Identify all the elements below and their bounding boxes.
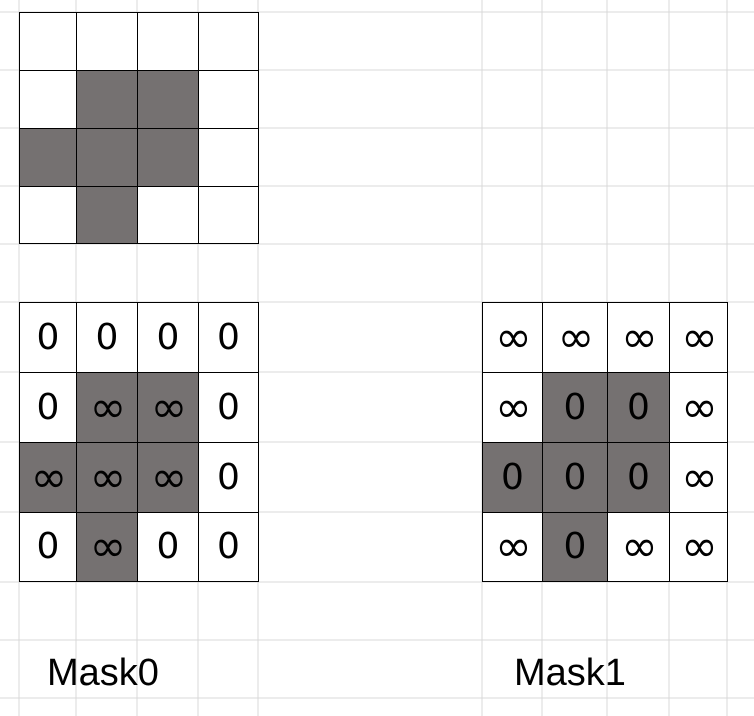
mask1-cell: 0: [608, 443, 670, 513]
mask0-cell: ∞: [77, 513, 138, 582]
pattern-cell: [77, 71, 138, 129]
mask1-cell: ∞: [670, 303, 728, 373]
pattern-cell: [20, 71, 77, 129]
mask1-cell: ∞: [543, 303, 608, 373]
mask0-cell: ∞: [77, 373, 138, 443]
mask0-cell: 0: [20, 513, 77, 582]
pattern-cell: [138, 13, 199, 71]
mask0-cell: 0: [138, 513, 199, 582]
mask1-cell: ∞: [670, 513, 728, 582]
mask1-cell: 0: [608, 373, 670, 443]
mask1-cell: ∞: [670, 373, 728, 443]
mask1-cell: ∞: [483, 303, 543, 373]
pattern-cell: [138, 129, 199, 187]
pattern-cell: [77, 129, 138, 187]
pattern-cell: [138, 71, 199, 129]
mask1-cell: 0: [483, 443, 543, 513]
mask1-cell: 0: [543, 373, 608, 443]
mask1-cell: ∞: [608, 513, 670, 582]
mask0-cell: ∞: [138, 373, 199, 443]
pattern-cell: [199, 13, 259, 71]
mask1-cell: ∞: [483, 513, 543, 582]
mask1-cell: ∞: [483, 373, 543, 443]
pattern-cell: [138, 187, 199, 244]
pattern-cell: [20, 13, 77, 71]
mask0-cell: 0: [20, 303, 77, 373]
mask0-cell: 0: [199, 443, 259, 513]
pattern-cell: [20, 187, 77, 244]
pattern-cell: [199, 187, 259, 244]
mask0-cell: 0: [199, 513, 259, 582]
mask0-label: Mask0: [47, 652, 159, 694]
mask1-label: Mask1: [514, 652, 626, 694]
mask1-cell: ∞: [608, 303, 670, 373]
mask1-cell: ∞: [670, 443, 728, 513]
pattern-cell: [199, 71, 259, 129]
mask0-cell: 0: [199, 373, 259, 443]
mask0-cell: 0: [199, 303, 259, 373]
pattern-cell: [77, 13, 138, 71]
mask1-cell: 0: [543, 513, 608, 582]
mask0-cell: ∞: [77, 443, 138, 513]
mask1-cell: 0: [543, 443, 608, 513]
pattern-cell: [20, 129, 77, 187]
mask0-cell: ∞: [138, 443, 199, 513]
mask0-cell: 0: [138, 303, 199, 373]
mask0-cell: 0: [20, 373, 77, 443]
pattern-grid: [19, 12, 259, 244]
pattern-cell: [77, 187, 138, 244]
pattern-cell: [199, 129, 259, 187]
mask0-cell: ∞: [20, 443, 77, 513]
mask0-cell: 0: [77, 303, 138, 373]
